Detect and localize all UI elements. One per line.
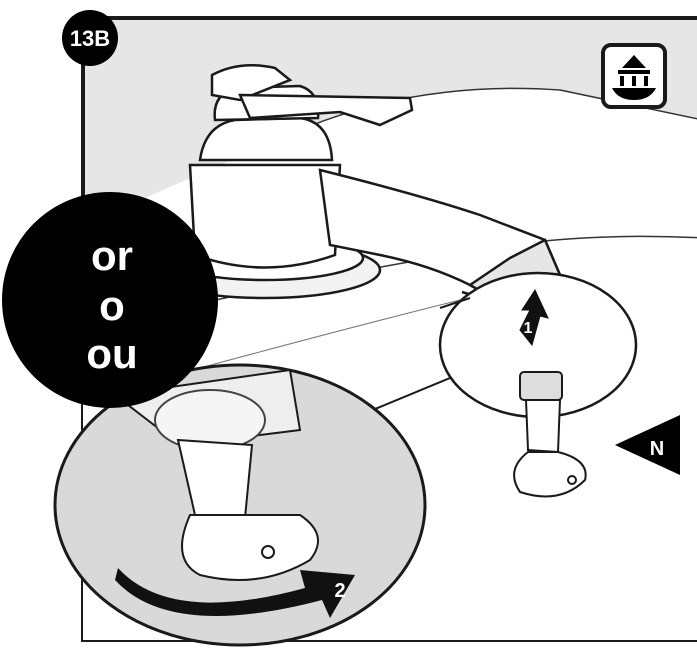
callout-marker-label: N	[650, 438, 664, 460]
or-badge-line-1: or	[91, 232, 133, 279]
raise-lower-icon	[603, 45, 665, 107]
step-1-label: 1	[524, 320, 533, 337]
or-badge-line-3: ou	[86, 330, 137, 377]
step-2-label: 2	[334, 580, 345, 602]
or-badge-line-2: o	[99, 282, 125, 329]
step-badge-label: 13B	[70, 26, 110, 51]
